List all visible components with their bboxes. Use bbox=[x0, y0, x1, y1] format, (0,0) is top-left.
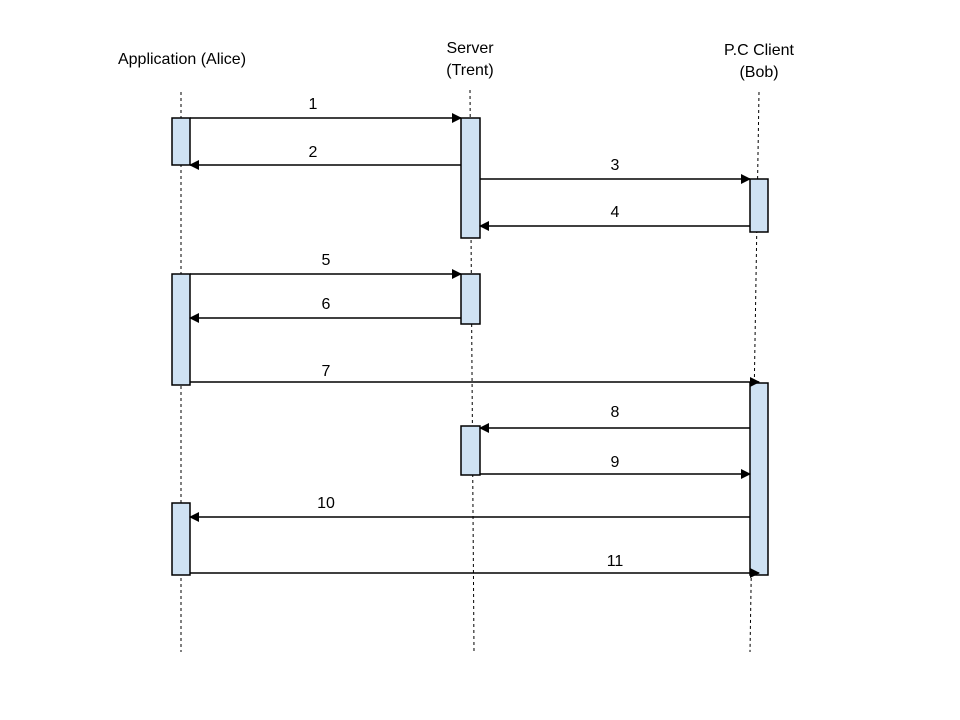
participant-trent-label-line-2: (Trent) bbox=[446, 62, 493, 79]
message-10-label: 10 bbox=[317, 495, 335, 512]
message-11-label: 11 bbox=[607, 553, 624, 570]
activation-alice-2 bbox=[171, 273, 191, 386]
message-8-label: 8 bbox=[611, 404, 620, 421]
message-5-label: 5 bbox=[322, 252, 331, 269]
participant-bob: P.C Client (Bob) bbox=[724, 42, 795, 81]
message-4: 4 bbox=[479, 204, 750, 231]
activation-bob-1 bbox=[749, 178, 769, 233]
message-3: 3 bbox=[480, 157, 751, 184]
message-8: 8 bbox=[479, 404, 750, 433]
message-2-label: 2 bbox=[309, 144, 318, 161]
participant-alice: Application (Alice) bbox=[118, 51, 246, 68]
activation-alice-3 bbox=[171, 502, 191, 576]
message-5: 5 bbox=[190, 252, 462, 279]
message-7: 7 bbox=[190, 363, 760, 387]
lifeline-trent bbox=[469, 89, 475, 653]
message-4-label: 4 bbox=[611, 204, 620, 221]
message-1-label: 1 bbox=[309, 96, 318, 113]
message-6-label: 6 bbox=[322, 296, 331, 313]
participant-bob-label-line-1: P.C Client bbox=[724, 42, 795, 59]
message-3-label: 3 bbox=[611, 157, 620, 174]
participant-trent-label-line-1: Server bbox=[446, 40, 494, 57]
message-10: 10 bbox=[189, 495, 750, 522]
activation-trent-1 bbox=[460, 117, 481, 239]
participant-alice-label: Application (Alice) bbox=[118, 51, 246, 68]
message-9-label: 9 bbox=[611, 454, 620, 471]
message-2: 2 bbox=[189, 144, 461, 170]
activation-trent-3 bbox=[460, 425, 481, 476]
activation-bob-2 bbox=[749, 382, 769, 576]
message-7-label: 7 bbox=[322, 363, 331, 380]
message-11: 11 bbox=[190, 553, 760, 578]
participant-bob-label-line-2: (Bob) bbox=[739, 64, 778, 81]
message-1: 1 bbox=[190, 96, 462, 123]
message-9: 9 bbox=[480, 454, 751, 479]
participant-trent: Server (Trent) bbox=[446, 40, 494, 79]
activation-alice-1 bbox=[171, 117, 191, 166]
activation-trent-2 bbox=[460, 273, 481, 325]
message-6: 6 bbox=[189, 296, 461, 323]
